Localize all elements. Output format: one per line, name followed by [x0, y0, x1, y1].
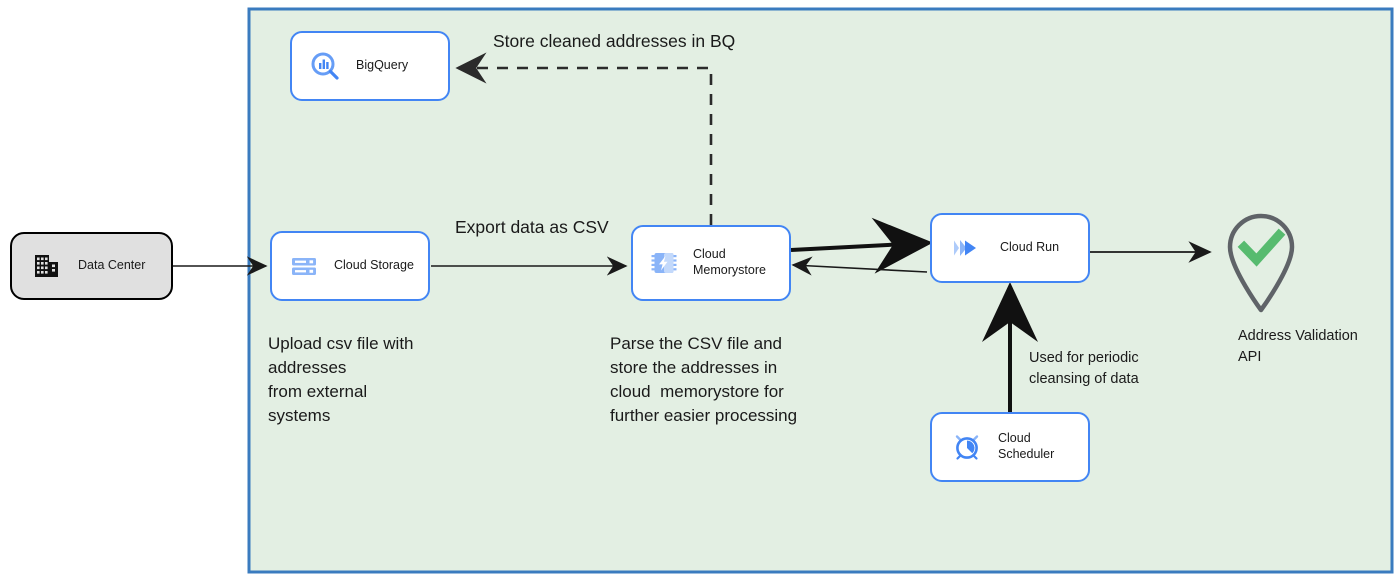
node-label: BigQuery	[356, 58, 409, 73]
node-cloud-storage[interactable]: Cloud Storage	[270, 231, 430, 301]
bigquery-magnifier-icon	[308, 49, 342, 83]
edge-label-export-csv: Export data as CSV	[455, 217, 609, 237]
node-label: Cloud Run	[1000, 240, 1060, 255]
caption-parse-csv: Parse the CSV file and store the address…	[610, 334, 798, 426]
node-label: Cloud Storage	[334, 258, 414, 273]
edge-label-store-in-bq: Store cleaned addresses in BQ	[493, 31, 736, 51]
cloud-storage-icon	[288, 250, 320, 282]
node-cloud-memorystore[interactable]: Cloud Memorystore	[631, 225, 791, 301]
alarm-clock-icon	[950, 430, 984, 464]
node-label: Data Center	[78, 258, 146, 273]
node-cloud-run[interactable]: Cloud Run	[930, 213, 1090, 283]
address-validation-api-label: Address Validation API	[1238, 328, 1358, 366]
map-pin-check-icon	[1218, 206, 1304, 316]
building-icon	[30, 249, 64, 283]
edge-label-periodic-cleansing: Used for periodic cleansing of data	[1029, 350, 1139, 388]
edge-memorystore-to-cloudrun	[790, 217, 933, 274]
node-cloud-scheduler[interactable]: Cloud Scheduler	[930, 412, 1090, 482]
edge-memorystore-to-bigquery-dashed	[455, 52, 713, 225]
node-label: Cloud Scheduler	[998, 431, 1055, 461]
edge-cloudrun-to-memorystore	[791, 256, 928, 276]
node-data-center[interactable]: Data Center	[10, 232, 173, 300]
memorystore-chip-icon	[647, 246, 681, 280]
cloud-run-icon	[948, 231, 982, 265]
node-label: Cloud Memorystore	[693, 247, 766, 277]
node-bigquery[interactable]: BigQuery	[290, 31, 450, 101]
caption-upload-csv: Upload csv file with addresses from exte…	[268, 334, 414, 426]
